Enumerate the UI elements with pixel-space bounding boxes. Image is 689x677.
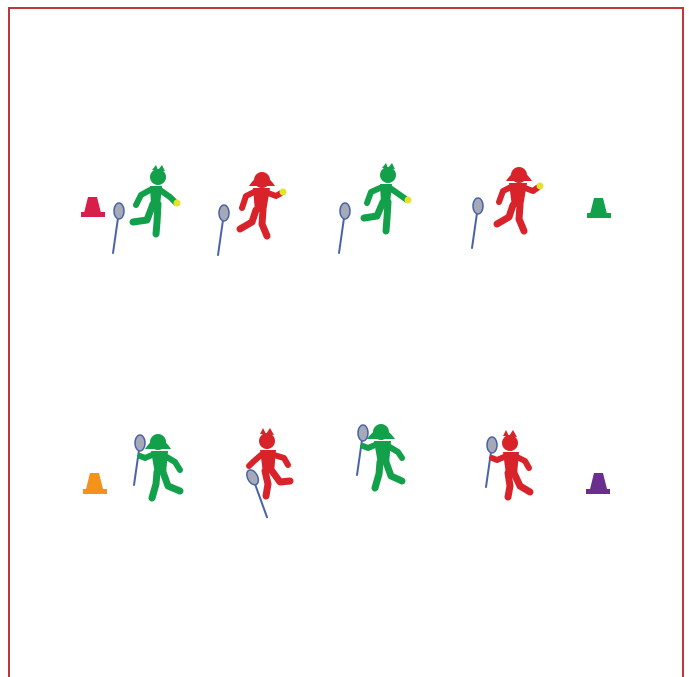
- field-boundary: [9, 8, 683, 677]
